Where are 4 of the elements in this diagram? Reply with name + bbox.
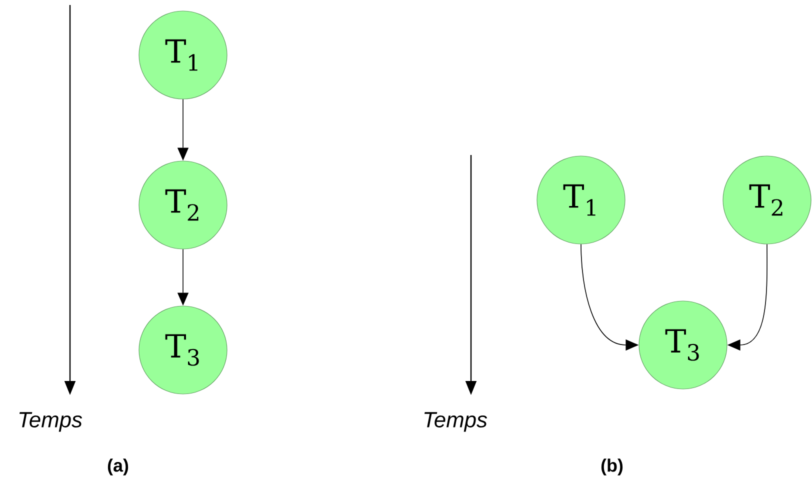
axis-label: Temps (424, 412, 488, 432)
panel-label: (b) (601, 458, 623, 476)
panel-label: (a) (108, 458, 128, 476)
axis-label: Temps (20, 412, 82, 432)
